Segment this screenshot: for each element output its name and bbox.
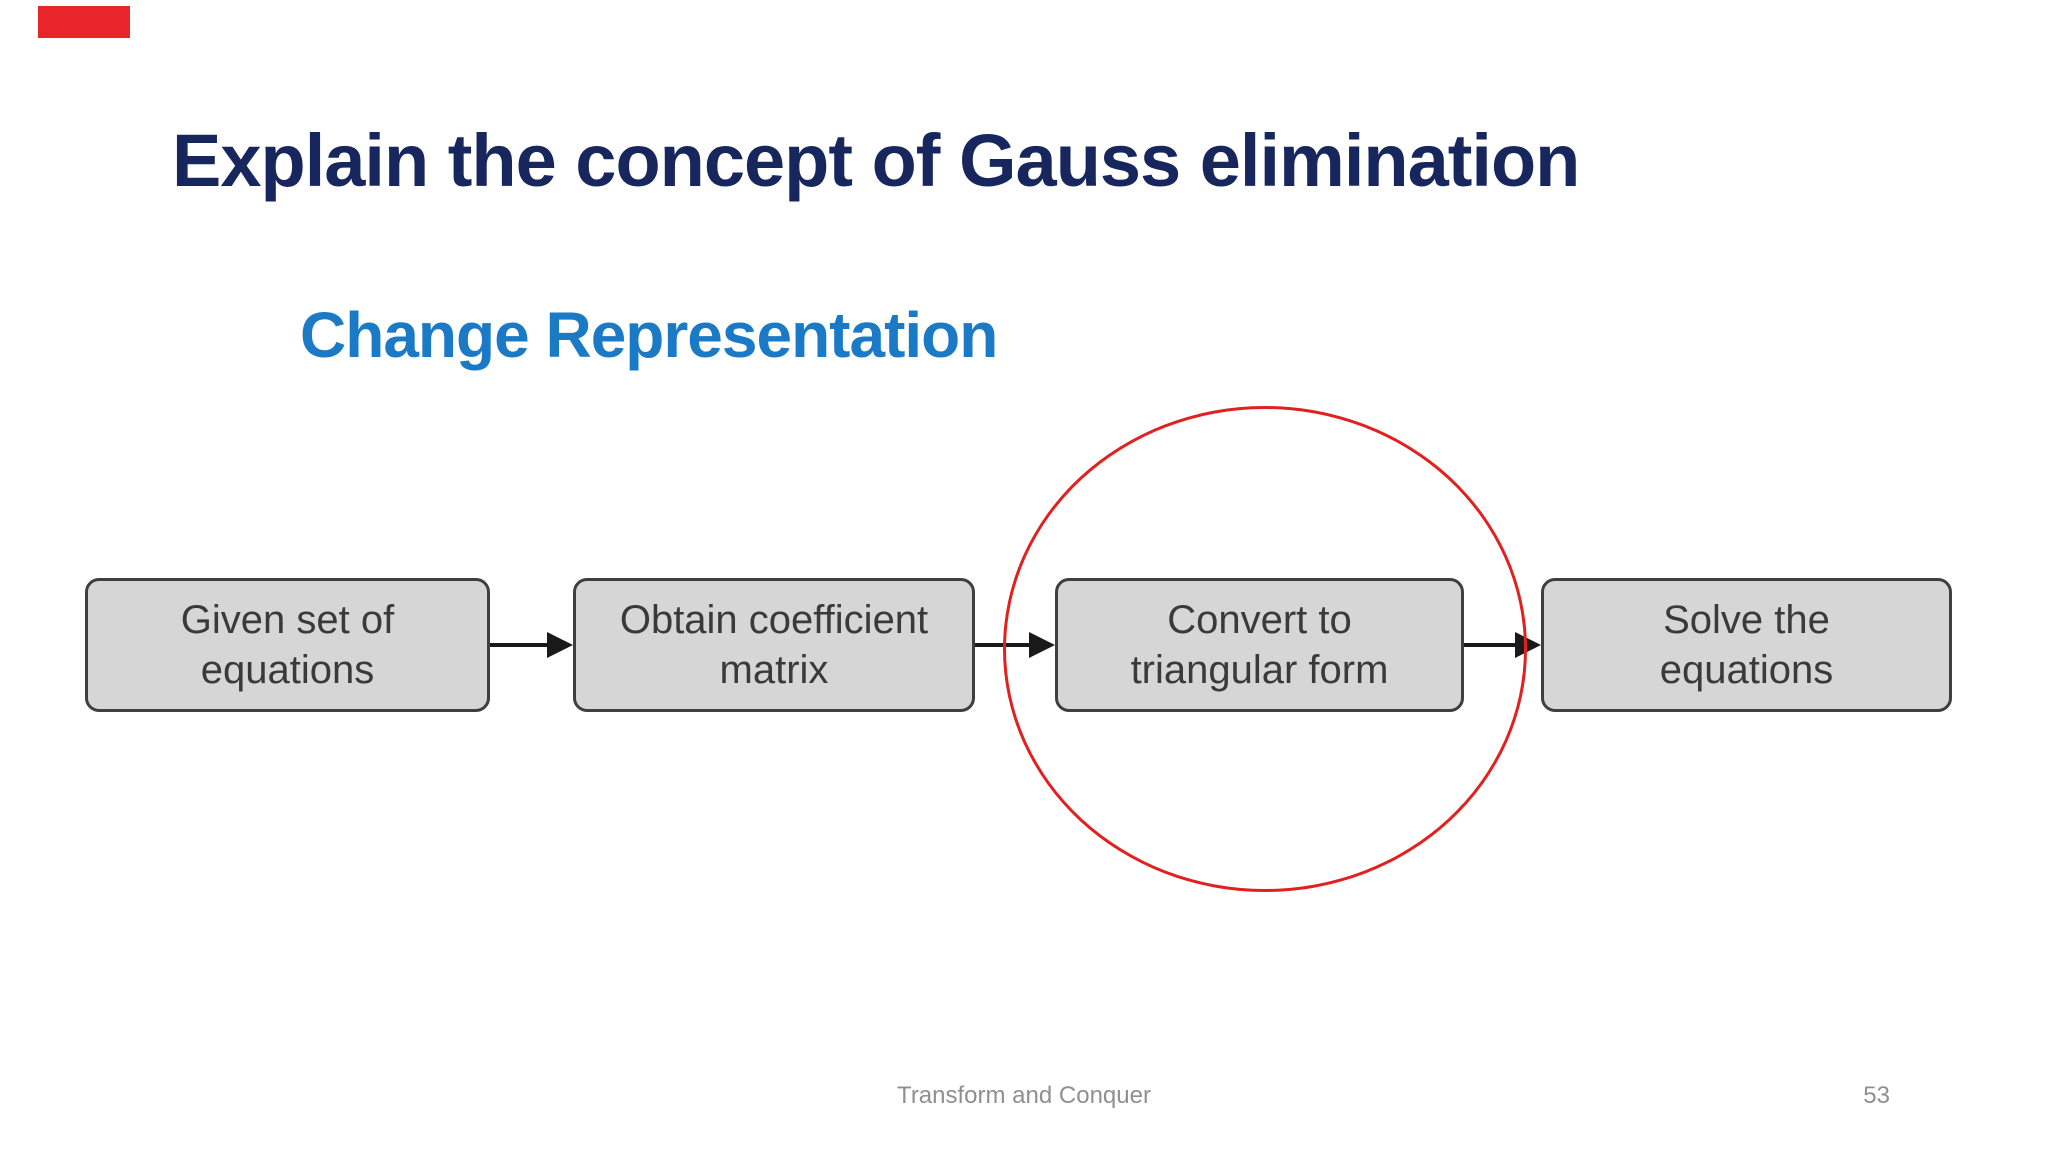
flow-arrow-2 (975, 643, 1029, 647)
step-label-line1: Given set of (180, 598, 395, 642)
step-label-line2: equations (1659, 648, 1834, 692)
corner-red-bar (38, 6, 130, 38)
step-label-line2: matrix (719, 648, 829, 692)
section-subtitle: Change Representation (300, 299, 998, 371)
highlight-circle (1003, 406, 1527, 892)
page-title: Explain the concept of Gauss elimination (172, 119, 1580, 202)
step-label-line1: Solve the (1663, 598, 1830, 642)
footer-text: Transform and Conquer (897, 1082, 1151, 1109)
step-label-line1: Obtain coefficient (619, 598, 929, 642)
flow-step-solve-equations: Solve the equations (1541, 578, 1952, 712)
flow-step-given-equations: Given set of equations (85, 578, 490, 712)
flow-arrow-1 (490, 643, 547, 647)
step-label-line2: equations (200, 648, 375, 692)
page-number: 53 (1863, 1082, 1890, 1109)
flow-step-coefficient-matrix: Obtain coefficient matrix (573, 578, 975, 712)
